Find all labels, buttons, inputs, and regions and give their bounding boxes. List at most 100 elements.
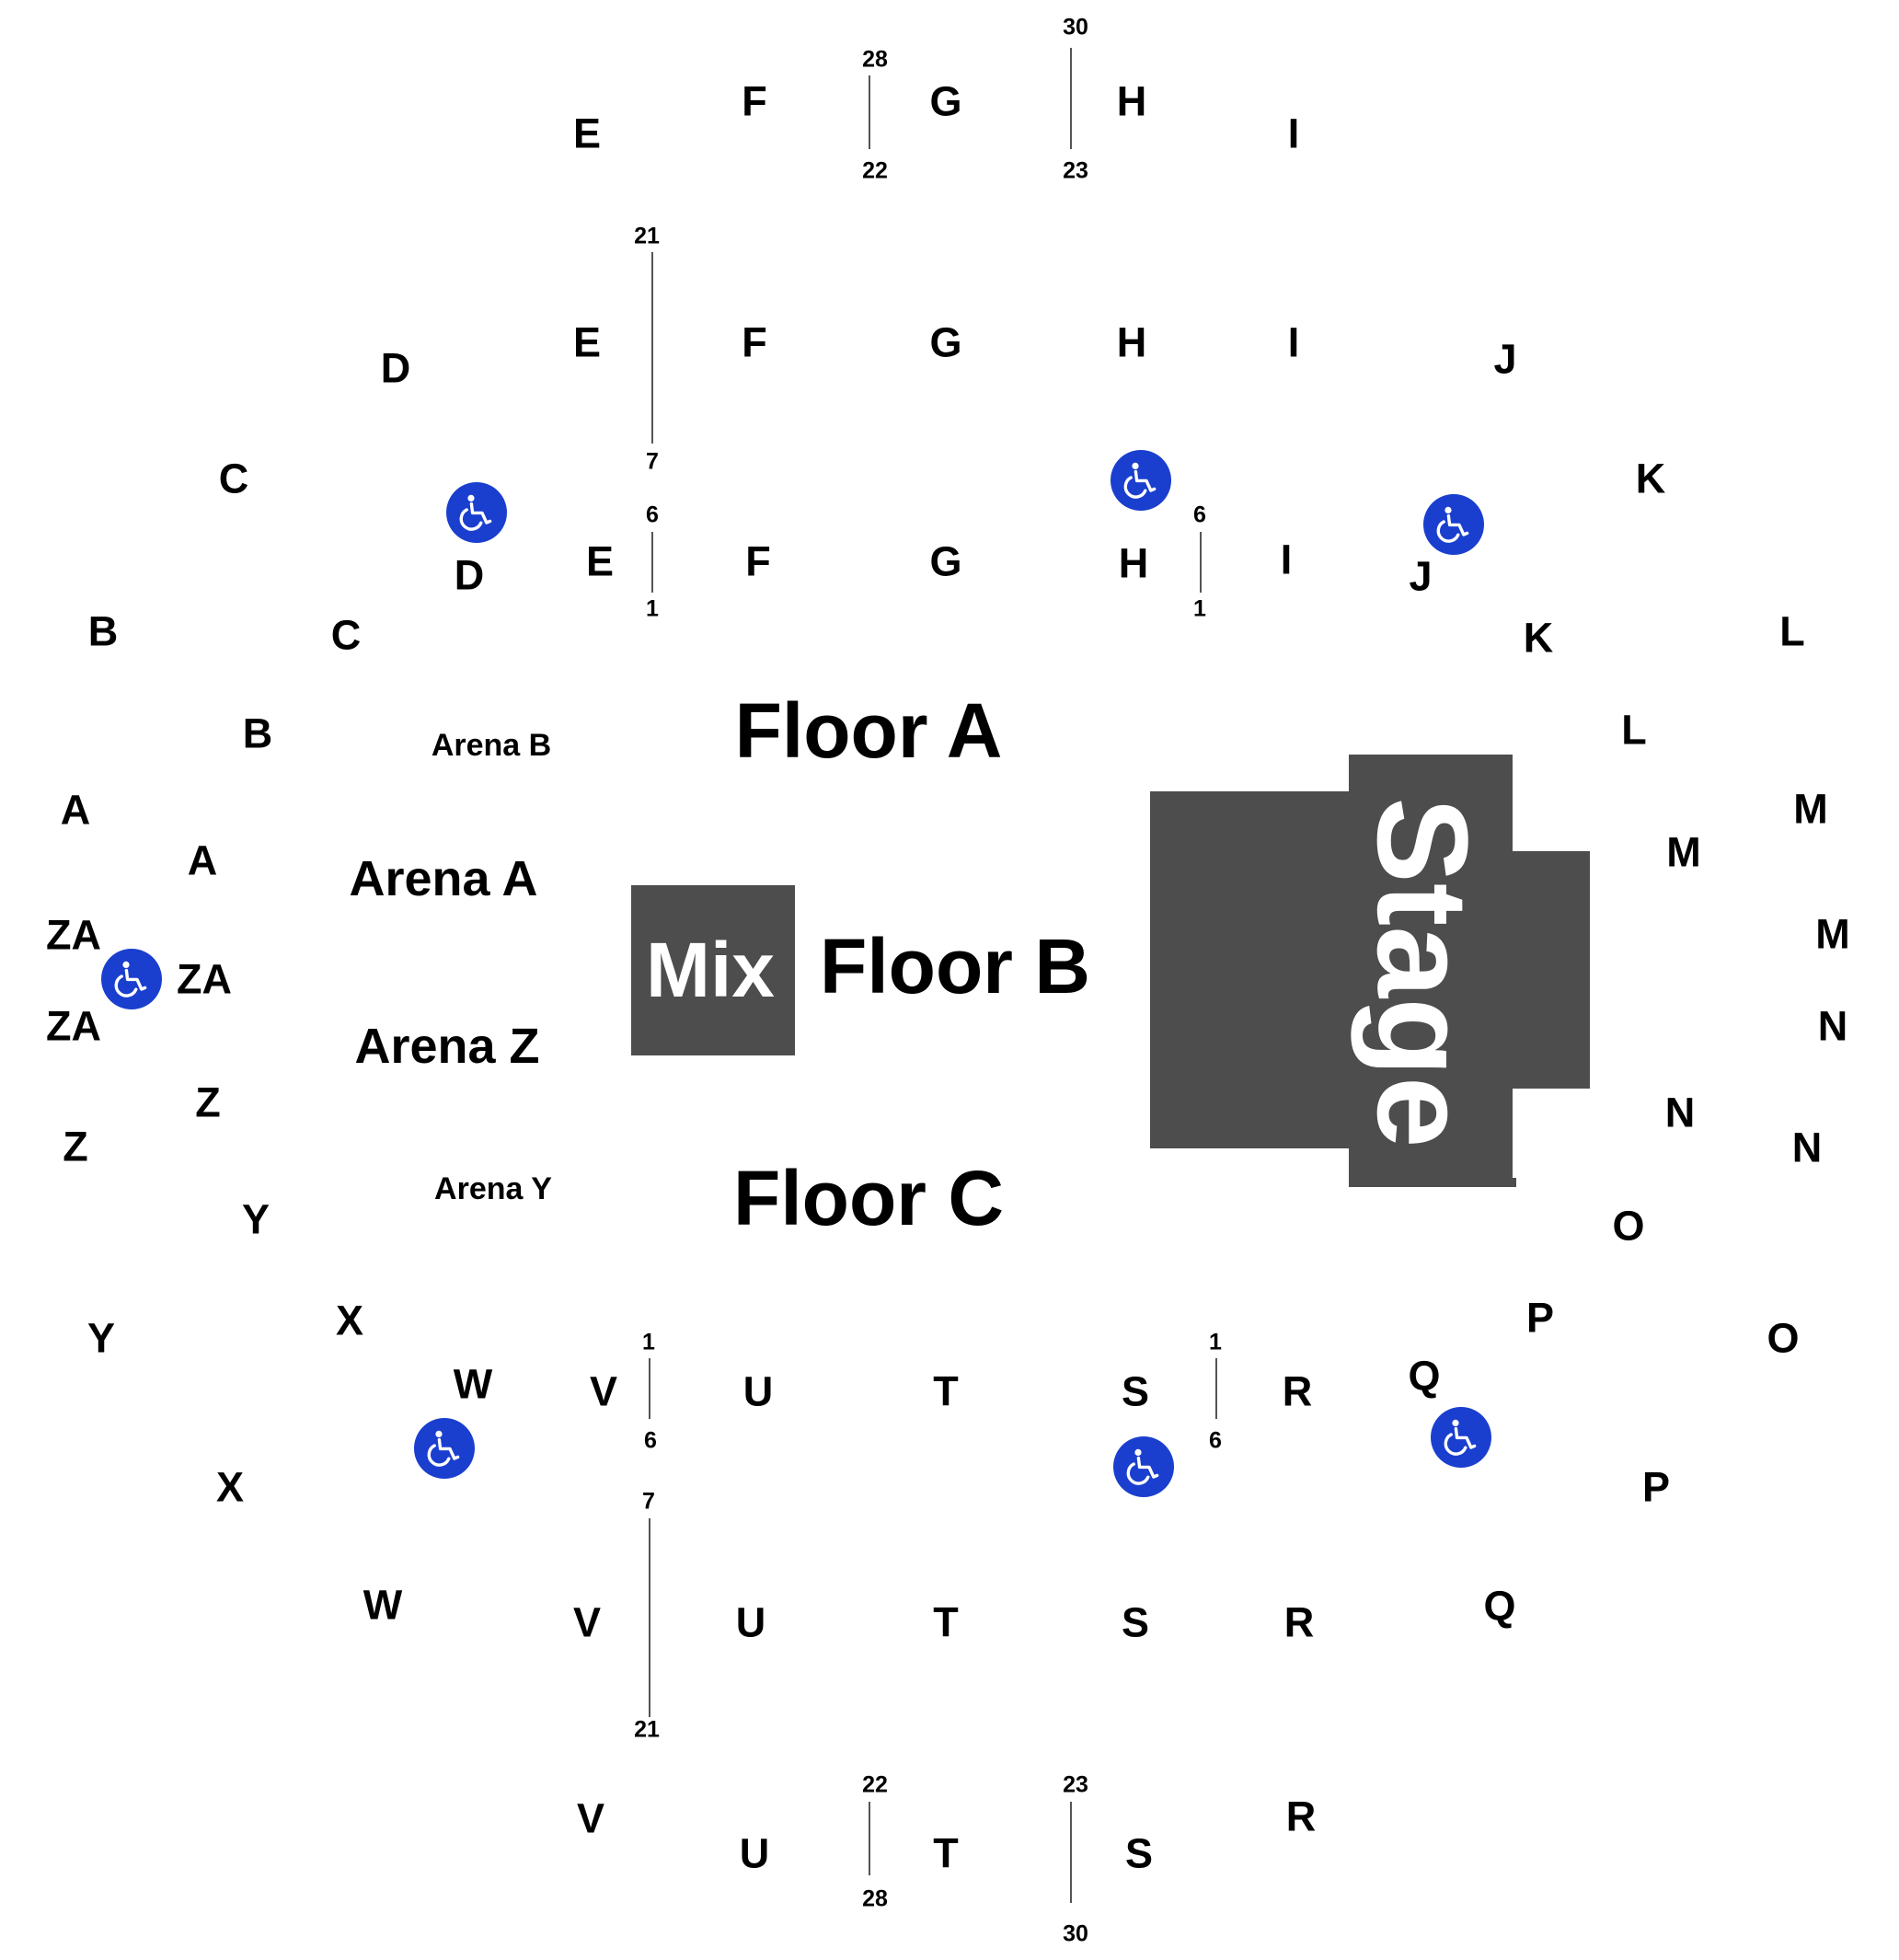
floor-b[interactable]: Floor B	[820, 923, 1090, 1009]
section-u[interactable]: U	[742, 1367, 774, 1415]
arena-b[interactable]: Arena B	[431, 728, 552, 763]
section-a[interactable]: A	[60, 786, 91, 834]
section-o[interactable]: O	[1767, 1314, 1800, 1362]
section-za[interactable]: ZA	[46, 911, 101, 959]
section-za[interactable]: ZA	[46, 1002, 101, 1050]
section-h[interactable]: H	[1116, 318, 1147, 366]
section-i[interactable]: I	[1280, 536, 1293, 583]
row-divider	[1200, 532, 1202, 593]
section-i[interactable]: I	[1287, 110, 1300, 157]
wheelchair-icon[interactable]	[446, 482, 507, 543]
section-c[interactable]: C	[218, 455, 249, 502]
section-za[interactable]: ZA	[177, 955, 232, 1003]
section-l[interactable]: L	[1779, 607, 1805, 655]
floor-c[interactable]: Floor C	[733, 1155, 1004, 1241]
section-v[interactable]: V	[589, 1367, 618, 1415]
row-divider	[869, 1802, 870, 1875]
wheelchair-icon[interactable]	[101, 949, 162, 1009]
stage-lower-tab	[1349, 1178, 1516, 1187]
section-j[interactable]: J	[1409, 552, 1433, 600]
row-number: 1	[1193, 595, 1206, 622]
section-n[interactable]: N	[1817, 1002, 1848, 1050]
section-p[interactable]: P	[1525, 1294, 1555, 1342]
section-n[interactable]: N	[1664, 1089, 1696, 1136]
row-divider	[1070, 48, 1072, 149]
section-a[interactable]: A	[187, 836, 218, 884]
arena-z[interactable]: Arena Z	[354, 1019, 540, 1074]
row-number: 22	[862, 157, 888, 184]
arena-a[interactable]: Arena A	[349, 851, 538, 906]
section-m[interactable]: M	[1666, 828, 1701, 876]
section-v[interactable]: V	[576, 1794, 605, 1842]
section-x[interactable]: X	[335, 1297, 364, 1344]
section-t[interactable]: T	[933, 1829, 959, 1877]
row-number: 28	[862, 46, 888, 73]
section-h[interactable]: H	[1118, 539, 1149, 587]
section-n[interactable]: N	[1791, 1124, 1823, 1171]
stage-label: Stage	[1351, 797, 1495, 1148]
wheelchair-icon[interactable]	[1111, 450, 1171, 511]
section-f[interactable]: F	[742, 318, 767, 366]
section-l[interactable]: L	[1621, 706, 1647, 754]
section-e[interactable]: E	[585, 537, 615, 585]
section-c[interactable]: C	[330, 611, 362, 659]
section-r[interactable]: R	[1283, 1598, 1315, 1646]
floor-a[interactable]: Floor A	[734, 687, 1003, 774]
section-b[interactable]: B	[87, 607, 119, 655]
section-g[interactable]: G	[929, 77, 962, 125]
section-g[interactable]: G	[929, 318, 962, 366]
section-e[interactable]: E	[572, 318, 602, 366]
row-number: 6	[644, 1427, 657, 1454]
row-number: 1	[646, 595, 659, 622]
wheelchair-icon[interactable]	[1113, 1436, 1174, 1497]
section-q[interactable]: Q	[1408, 1352, 1441, 1400]
section-g[interactable]: G	[929, 537, 962, 585]
section-j[interactable]: J	[1493, 335, 1517, 383]
section-t[interactable]: T	[933, 1598, 959, 1646]
row-divider	[1215, 1358, 1217, 1419]
section-m[interactable]: M	[1815, 910, 1850, 958]
wheelchair-icon[interactable]	[414, 1418, 475, 1479]
section-b[interactable]: B	[242, 709, 273, 757]
section-s[interactable]: S	[1124, 1829, 1154, 1877]
section-w[interactable]: W	[363, 1581, 403, 1629]
section-u[interactable]: U	[739, 1829, 770, 1877]
section-y[interactable]: Y	[241, 1195, 270, 1243]
stage	[1150, 791, 1352, 1148]
section-r[interactable]: R	[1285, 1793, 1317, 1840]
section-k[interactable]: K	[1635, 455, 1666, 502]
section-h[interactable]: H	[1116, 77, 1147, 125]
section-q[interactable]: Q	[1483, 1582, 1516, 1630]
mix-booth	[631, 885, 795, 1055]
section-p[interactable]: P	[1641, 1463, 1671, 1511]
section-o[interactable]: O	[1612, 1202, 1645, 1250]
row-number: 28	[862, 1885, 888, 1912]
section-w[interactable]: W	[453, 1360, 493, 1408]
section-z[interactable]: Z	[195, 1078, 221, 1126]
section-r[interactable]: R	[1282, 1367, 1313, 1415]
section-d[interactable]: D	[454, 551, 485, 599]
wheelchair-icon[interactable]	[1431, 1407, 1491, 1468]
row-number: 21	[634, 1716, 660, 1743]
section-e[interactable]: E	[572, 110, 602, 157]
row-divider	[649, 1358, 650, 1419]
row-divider	[651, 252, 653, 444]
section-s[interactable]: S	[1121, 1367, 1150, 1415]
section-t[interactable]: T	[933, 1367, 959, 1415]
section-m[interactable]: M	[1793, 785, 1828, 833]
row-number: 1	[642, 1329, 655, 1355]
section-s[interactable]: S	[1121, 1598, 1150, 1646]
section-f[interactable]: F	[742, 77, 767, 125]
wheelchair-icon[interactable]	[1423, 494, 1484, 555]
section-y[interactable]: Y	[86, 1314, 116, 1362]
section-f[interactable]: F	[745, 537, 771, 585]
arena-y[interactable]: Arena Y	[434, 1171, 552, 1206]
section-u[interactable]: U	[735, 1598, 766, 1646]
section-x[interactable]: X	[215, 1463, 245, 1511]
section-i[interactable]: I	[1287, 318, 1300, 366]
section-z[interactable]: Z	[63, 1123, 88, 1170]
section-d[interactable]: D	[380, 344, 411, 392]
section-v[interactable]: V	[572, 1598, 602, 1646]
section-k[interactable]: K	[1523, 614, 1554, 662]
